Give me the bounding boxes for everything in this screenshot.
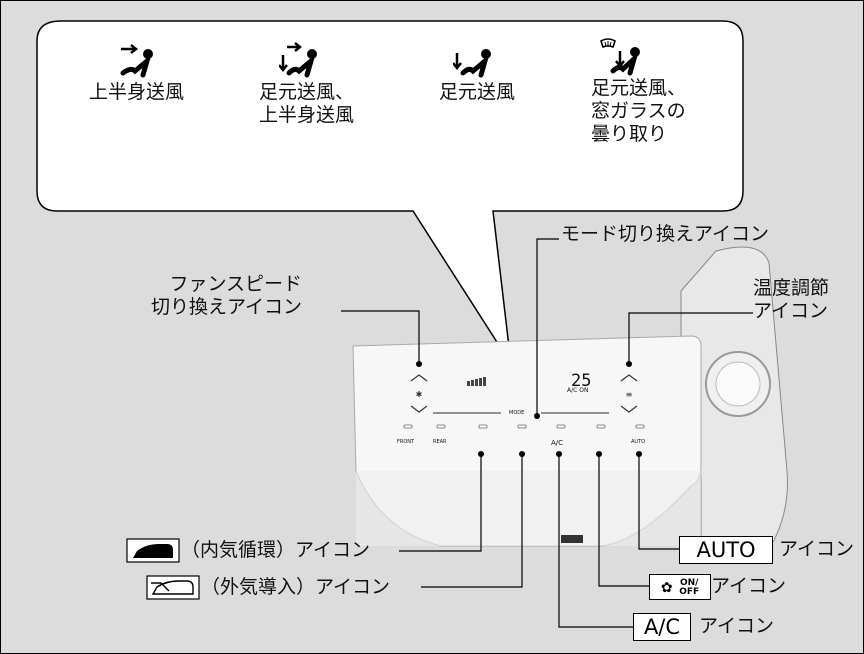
fan-on-text: ON/ <box>679 578 699 588</box>
temperature-display: 25 <box>571 371 592 391</box>
recirculation-icon-box <box>126 538 180 563</box>
leader-mode <box>536 238 559 416</box>
svg-text:≡: ≡ <box>626 390 633 399</box>
fan-icon: ✿ <box>660 580 673 596</box>
mode-small-text: MODE <box>509 410 525 416</box>
mode-item-feet: 足元送風 <box>439 41 589 104</box>
fan-off-text: OFF <box>679 587 700 597</box>
mode-label: 足元送風 <box>439 81 516 103</box>
feet-airflow-icon <box>453 49 491 78</box>
mode-item-feet-upper: 足元送風、 上半身送風 <box>259 41 409 127</box>
mode-label: 足元送風、 窓ガラスの 曇り取り <box>591 77 687 145</box>
fan-onoff-label: アイコン <box>711 575 787 597</box>
feet-defrost-airflow-icon <box>600 38 640 76</box>
recirculation-label: （内気循環）アイコン <box>181 539 371 561</box>
leader-fresh-air <box>421 454 523 588</box>
fresh-air-label: （外気導入）アイコン <box>201 576 391 598</box>
fan-speed-label: ファンスピード 切り換えアイコン <box>151 273 303 318</box>
front-defrost-button[interactable]: FRONT <box>397 439 415 445</box>
mode-item-upper-body: 上半身送風 <box>89 41 239 104</box>
leader-recirculation <box>399 454 482 552</box>
auto-box: AUTO <box>679 536 773 564</box>
mode-label: 上半身送風 <box>89 81 185 103</box>
temperature-label: 温度調節 アイコン <box>753 277 830 322</box>
upper-body-airflow-icon <box>120 44 153 78</box>
leader-auto <box>638 454 679 550</box>
fan-speed-bars <box>467 377 486 386</box>
mode-switch-label: モード切り換えアイコン <box>561 223 770 246</box>
svg-text:✱: ✱ <box>416 390 423 399</box>
mode-label: 足元送風、 上半身送風 <box>259 81 355 126</box>
fresh-air-icon-box <box>146 575 200 600</box>
auto-button[interactable]: AUTO <box>631 439 646 445</box>
callout-bubble <box>36 20 744 365</box>
ac-button[interactable]: A/C <box>551 439 564 447</box>
ac-on-indicator: A/C ON <box>567 387 589 394</box>
leader-fan-speed <box>341 310 420 364</box>
leader-fan-onoff <box>598 454 649 587</box>
feet-upper-body-airflow-icon <box>279 42 317 78</box>
leader-temperature <box>628 312 753 364</box>
ac-label: アイコン <box>699 615 775 637</box>
fan-onoff-box: ✿ ON/OFF <box>649 574 711 600</box>
ac-box: A/C <box>633 613 691 641</box>
rear-defrost-button[interactable]: REAR <box>433 439 447 445</box>
leader-ac <box>558 454 633 628</box>
mode-item-feet-defrost: 足元送風、 窓ガラスの 曇り取り <box>591 37 741 146</box>
auto-label: アイコン <box>779 538 855 560</box>
